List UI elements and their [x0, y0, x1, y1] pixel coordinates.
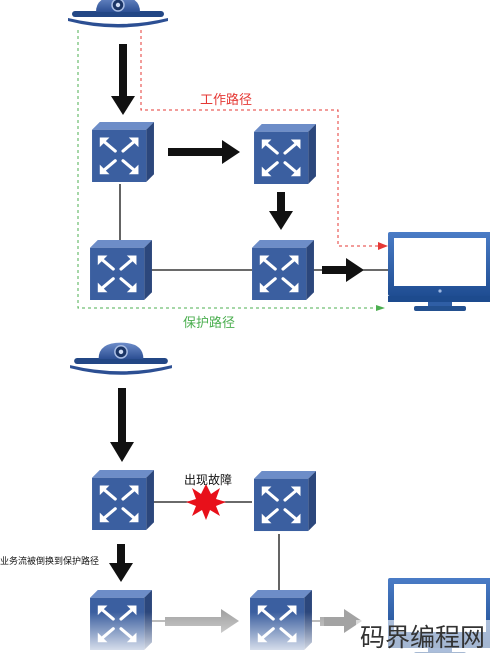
bottom-diagram: 出现故障 业务流被倒换到保护路径 — [0, 341, 490, 653]
protection-path-label: 保护路径 — [183, 315, 235, 331]
fault-label: 出现故障 — [184, 472, 232, 487]
watermark-text: 码界编程网 — [360, 623, 485, 652]
monitor-icon — [388, 232, 490, 311]
bottom-flow-arrows — [109, 388, 134, 582]
ip-camera-icon — [67, 0, 169, 29]
ip-camera-icon — [69, 341, 173, 376]
protection-path-arrowhead — [376, 305, 385, 311]
fault-burst-icon — [186, 484, 226, 520]
working-path-line — [140, 30, 378, 247]
bottom-fade — [84, 612, 324, 653]
working-path-arrowhead — [378, 242, 388, 250]
switch-a-icon — [92, 122, 154, 182]
protection-path-line — [77, 30, 376, 309]
top-diagram: 工作路径 保护路径 — [67, 0, 490, 331]
switchover-label: 业务流被倒换到保护路径 — [0, 555, 99, 567]
switch-d-icon — [252, 240, 314, 300]
switch-a-icon — [92, 470, 154, 530]
working-path-label: 工作路径 — [200, 92, 252, 108]
switch-b-icon — [254, 470, 316, 532]
switch-b-icon — [254, 124, 316, 184]
watermark-backdrop — [356, 620, 490, 653]
top-flow-arrows — [111, 44, 364, 282]
switch-c-icon — [90, 240, 152, 300]
